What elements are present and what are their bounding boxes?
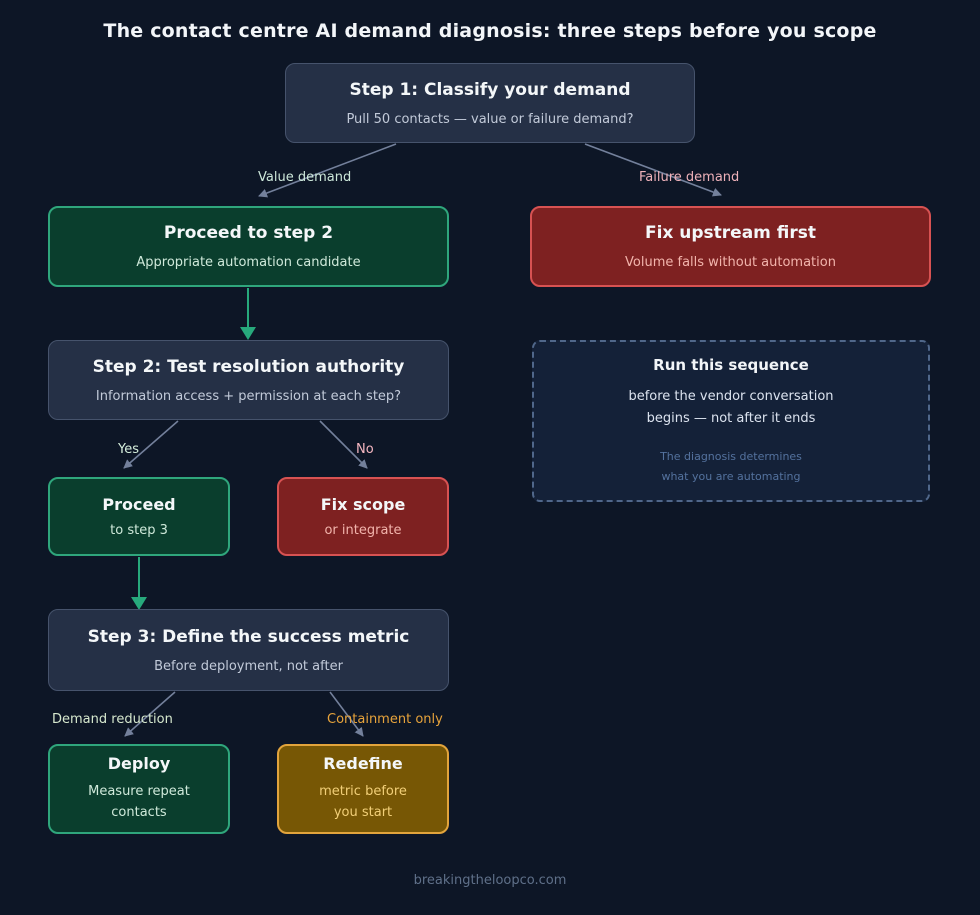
note-title: Run this sequence <box>653 356 809 375</box>
note-line-1: before the vendor conversation <box>628 389 834 405</box>
edge-label-value-demand: Value demand <box>258 170 352 185</box>
node-fix-scope-subtitle: or integrate <box>324 523 402 538</box>
node-step2-title: Step 2: Test resolution authority <box>92 356 405 377</box>
node-deploy-title: Deploy <box>107 754 171 774</box>
page-title: The contact centre AI demand diagnosis: … <box>103 20 877 42</box>
node-step3-subtitle: Before deployment, not after <box>154 658 343 674</box>
node-redefine-line-1: metric before <box>319 784 407 800</box>
node-proceed-step2: Proceed to step 2 Appropriate automation… <box>48 206 449 287</box>
node-step2-subtitle: Information access + permission at each … <box>95 388 402 404</box>
node-step3-title: Step 3: Define the success metric <box>87 626 410 647</box>
node-step1-subtitle: Pull 50 contacts — value or failure dema… <box>346 111 634 127</box>
edge-label-no: No <box>356 442 374 457</box>
node-deploy-line-2: contacts <box>111 805 167 820</box>
node-proceed-subtitle: to step 3 <box>110 523 168 538</box>
note-small-block: The diagnosis determines what you are au… <box>660 447 802 486</box>
node-deploy: Deploy Measure repeat contacts <box>48 744 230 834</box>
node-redefine: Redefine metric before you start <box>277 744 449 834</box>
edge-label-demand-reduction: Demand reduction <box>52 712 173 727</box>
node-step1-title: Step 1: Classify your demand <box>349 79 631 100</box>
node-step2: Step 2: Test resolution authority Inform… <box>48 340 449 420</box>
node-fix-upstream-title: Fix upstream first <box>644 223 817 243</box>
note-run-sequence: Run this sequence before the vendor conv… <box>532 340 930 502</box>
note-small-2: what you are automating <box>661 469 801 483</box>
edge-label-yes: Yes <box>118 442 139 457</box>
node-redefine-line-2: you start <box>333 805 393 820</box>
node-deploy-subtitle: Measure repeat contacts <box>88 782 190 824</box>
node-fix-scope: Fix scope or integrate <box>277 477 449 556</box>
node-proceed-step2-subtitle: Appropriate automation candidate <box>136 255 361 270</box>
node-proceed: Proceed to step 3 <box>48 477 230 556</box>
edge-label-failure-demand: Failure demand <box>639 170 740 185</box>
note-line-2: begins — not after it ends <box>646 411 816 427</box>
node-proceed-step2-title: Proceed to step 2 <box>163 223 334 243</box>
node-proceed-title: Proceed <box>102 495 176 514</box>
node-step1: Step 1: Classify your demand Pull 50 con… <box>285 63 695 143</box>
edge-label-containment: Containment only <box>327 712 443 727</box>
footer-url: breakingtheloopco.com <box>413 873 567 888</box>
arrowhead-step2 <box>240 327 256 340</box>
node-fix-scope-title: Fix scope <box>320 495 406 514</box>
node-fix-upstream: Fix upstream first Volume falls without … <box>530 206 931 287</box>
node-redefine-title: Redefine <box>323 754 403 774</box>
node-redefine-subtitle: metric before you start <box>319 782 407 824</box>
node-fix-upstream-subtitle: Volume falls without automation <box>625 255 836 270</box>
note-small-1: The diagnosis determines <box>660 450 802 464</box>
node-deploy-line-1: Measure repeat <box>88 784 190 800</box>
node-step3: Step 3: Define the success metric Before… <box>48 609 449 691</box>
